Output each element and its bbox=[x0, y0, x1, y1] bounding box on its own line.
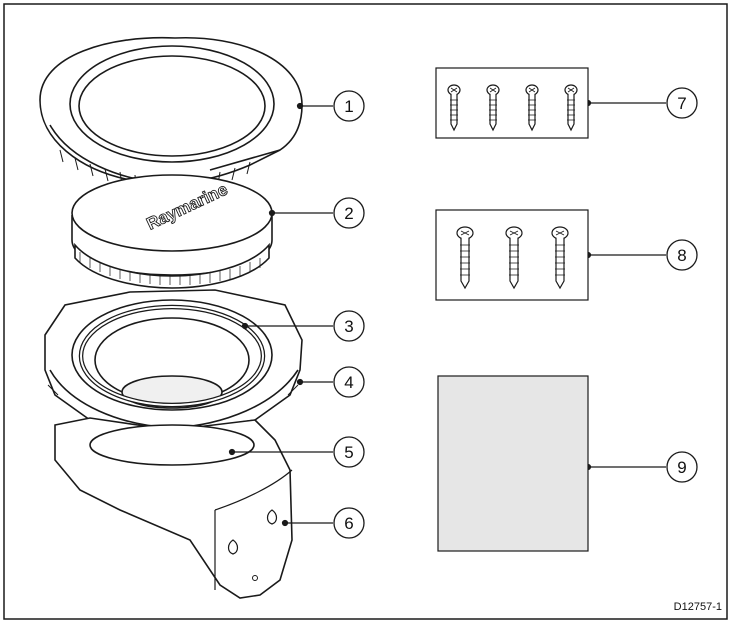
mounting-base bbox=[44, 289, 303, 433]
svg-text:1: 1 bbox=[344, 97, 353, 116]
svg-text:5: 5 bbox=[344, 443, 353, 462]
callout-4: 4 bbox=[333, 366, 365, 398]
callout-9: 9 bbox=[666, 451, 698, 483]
svg-text:9: 9 bbox=[677, 458, 686, 477]
svg-text:3: 3 bbox=[344, 317, 353, 336]
callout-8: 8 bbox=[666, 239, 698, 271]
svg-text:7: 7 bbox=[677, 94, 686, 113]
callout-1: 1 bbox=[333, 90, 365, 122]
reference-code: D12757-1 bbox=[674, 601, 722, 613]
callout-7: 7 bbox=[666, 87, 698, 119]
svg-text:2: 2 bbox=[344, 204, 353, 223]
svg-text:4: 4 bbox=[344, 373, 353, 392]
screws-long-panel bbox=[435, 209, 589, 301]
wedge-adaptor bbox=[54, 417, 293, 599]
callout-6: 6 bbox=[333, 507, 365, 539]
callout-5: 5 bbox=[333, 436, 365, 468]
callout-2: 2 bbox=[333, 197, 365, 229]
screws-short-panel bbox=[435, 67, 589, 139]
template-sheet bbox=[437, 375, 589, 552]
svg-text:6: 6 bbox=[344, 514, 353, 533]
callout-3: 3 bbox=[333, 310, 365, 342]
bezel-ring bbox=[39, 36, 303, 189]
o-ring-top bbox=[78, 304, 266, 408]
svg-text:8: 8 bbox=[677, 246, 686, 265]
dome-cover: Raymarine bbox=[71, 174, 273, 289]
